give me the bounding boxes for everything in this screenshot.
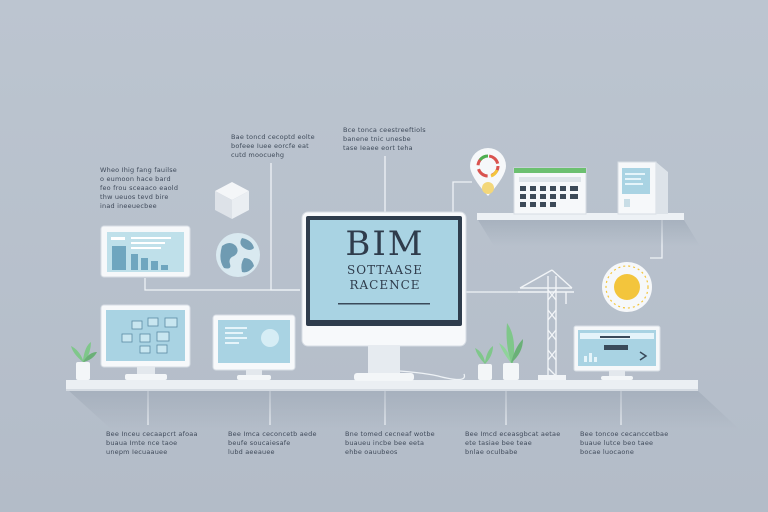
caption-line: ehbe oauubeos xyxy=(345,448,398,456)
left-monitor xyxy=(100,304,191,380)
monitor-title: BIM xyxy=(345,224,425,264)
sun-gauge-icon xyxy=(602,262,652,312)
caption-line: banene tnic unesbe xyxy=(343,135,411,143)
caption-line: Bee toncoe cecanccetbae xyxy=(580,430,669,438)
caption-line: buaueu incbe bee eeta xyxy=(345,439,425,447)
caption-line: Bee Inceu cecaapcrt afoaa xyxy=(106,430,198,438)
dashboard-card xyxy=(100,225,191,278)
upper-shelf xyxy=(477,213,700,246)
caption-line: ete tasiae bee teae xyxy=(465,439,532,447)
caption-line: inad ineeuecbee xyxy=(100,202,157,210)
caption-line: buaue lutce beo taee xyxy=(580,439,654,447)
caption-top-right: Bce tonca ceestreeftiols banene tnic une… xyxy=(343,126,426,153)
caption-line: o eumoon hace bard xyxy=(100,175,171,183)
caption-line: tase Ieaee eort teha xyxy=(343,144,413,152)
globe-icon xyxy=(216,233,260,277)
location-pin-icon xyxy=(470,148,506,196)
caption-line: Bne tomed cecneaf wotbe xyxy=(345,430,435,438)
caption-line: Bce tonca ceestreeftiols xyxy=(343,126,426,134)
cube-icon xyxy=(215,182,249,219)
document-icon xyxy=(617,161,668,215)
calendar-icon xyxy=(513,167,587,215)
crane-icon xyxy=(518,269,574,380)
caption-line: bocae luocaone xyxy=(580,448,635,456)
caption-line: bnlae oculbabe xyxy=(465,448,518,456)
caption-bottom-4: Bee Imcd eceasgbcat aetae ete tasiae bee… xyxy=(465,430,560,457)
plant-icon-3 xyxy=(499,323,523,380)
caption-line: bofeee Iuee eorcfe eat xyxy=(231,142,309,150)
right-widget xyxy=(573,325,661,380)
caption-line: Bae toncd cecoptd eolte xyxy=(231,133,315,141)
caption-line: buaua Imte nce taoe xyxy=(106,439,178,447)
caption-line: feo frou sceaaco eaold xyxy=(100,184,179,192)
caption-line: thw ueuos tevd bire xyxy=(100,193,169,201)
plant-icon xyxy=(71,342,97,380)
caption-line: Wheo Ihig fang fauilse xyxy=(100,166,177,174)
caption-line: unepm Iecuaauee xyxy=(106,448,168,456)
secondary-monitor xyxy=(212,314,296,380)
caption-top-left: Wheo Ihig fang fauilse o eumoon hace bar… xyxy=(100,166,178,211)
caption-bottom-3: Bne tomed cecneaf wotbe buaueu incbe bee… xyxy=(345,430,435,457)
caption-line: beufe soucaiesafe xyxy=(228,439,291,447)
main-monitor-text: BIM SOTTAASE RACENCE xyxy=(313,225,457,293)
monitor-line-1: SOTTAASE xyxy=(347,263,423,277)
main-monitor xyxy=(301,211,467,381)
caption-line: cutd moocuehg xyxy=(231,151,285,159)
main-shelf xyxy=(66,380,740,430)
caption-bottom-2: Bee Imca ceconcetb aede beufe soucaiesaf… xyxy=(228,430,317,457)
plant-icon-2 xyxy=(475,346,493,380)
caption-line: Bee Imcd eceasgbcat aetae xyxy=(465,430,561,438)
monitor-line-2: RACENCE xyxy=(349,278,421,292)
caption-line: Bee Imca ceconcetb aede xyxy=(228,430,317,438)
caption-top-center: Bae toncd cecoptd eolte bofeee Iuee eorc… xyxy=(231,133,315,160)
caption-line: lubd aeeauee xyxy=(228,448,275,456)
caption-bottom-5: Bee toncoe cecanccetbae buaue lutce beo … xyxy=(580,430,668,457)
caption-bottom-1: Bee Inceu cecaapcrt afoaa buaua Imte nce… xyxy=(106,430,198,457)
